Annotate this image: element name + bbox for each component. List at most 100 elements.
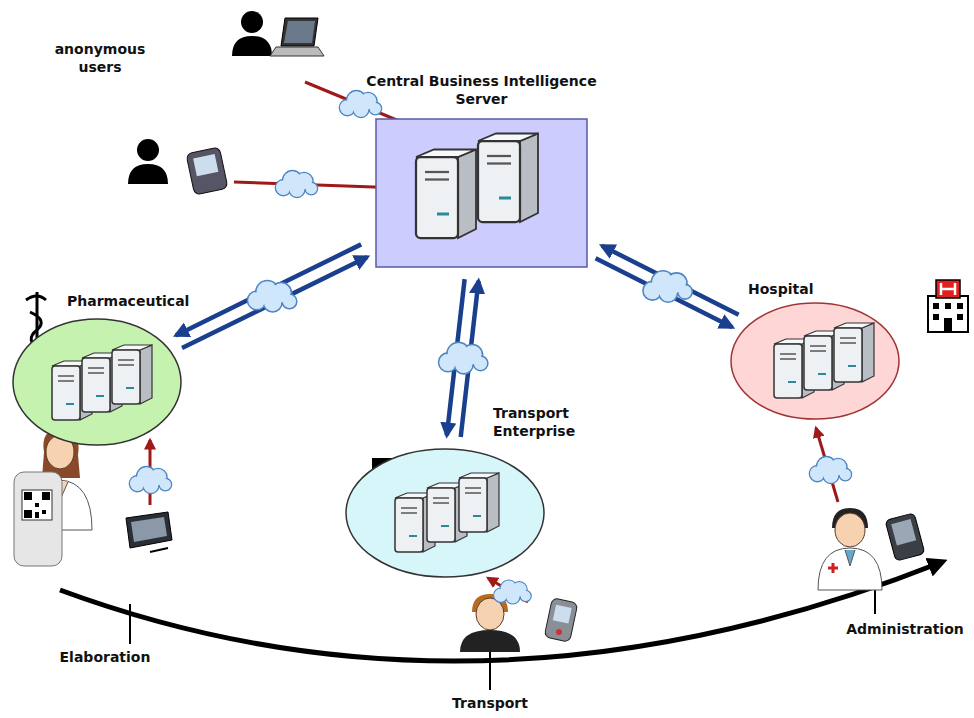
- network-cloud: [275, 171, 317, 198]
- process-arrow: [489, 648, 491, 690]
- network-cloud: [824, 468, 838, 482]
- server-icon: [459, 473, 499, 532]
- tablet-device: [126, 512, 172, 552]
- server-box: Central Business Intelligence Server: [375, 118, 588, 268]
- organization-ellipse-outline: [12, 318, 182, 446]
- iv-bag: [24, 510, 32, 518]
- network-cloud: [840, 469, 850, 479]
- network-cloud: [339, 91, 381, 118]
- iv-bag: [24, 492, 32, 500]
- hospital-icon: [957, 314, 963, 320]
- network-cloud: [474, 357, 486, 369]
- iv-bag: [14, 472, 62, 566]
- network-cloud: [283, 295, 295, 307]
- network-cloud: [521, 591, 530, 600]
- phone-device: [544, 598, 578, 643]
- hospital-icon: [933, 303, 939, 309]
- tablet-device: [126, 512, 172, 548]
- network-cloud: [643, 271, 692, 303]
- node-text-holder: Pharmaceutical: [67, 292, 189, 310]
- network-cloud: [439, 342, 488, 374]
- stage-label: anonymous users: [45, 40, 155, 76]
- network-cloud: [660, 285, 676, 301]
- anonymous-user-laptop: [270, 47, 324, 56]
- server-box-outline: [375, 118, 588, 268]
- iv-bag: [42, 510, 46, 514]
- network-cloud: [679, 286, 691, 298]
- organization-ellipse-outline: [13, 319, 181, 445]
- node-title: Central Business Intelligence Server: [365, 72, 598, 108]
- hospital-icon: [933, 314, 939, 320]
- iv-bag: [14, 472, 62, 566]
- hospital-icon: [941, 283, 955, 295]
- phone-device: [544, 598, 578, 643]
- stage-label: Administration: [846, 620, 963, 638]
- hospital-icon: [945, 303, 951, 309]
- node-text-holder: Central Business Intelligence Server: [365, 72, 598, 108]
- doctor-figure: [818, 548, 882, 590]
- network-cloud: [160, 479, 170, 489]
- network-cloud: [456, 356, 472, 372]
- doctor-figure: [835, 513, 865, 547]
- anonymous-user-laptop: [281, 18, 318, 46]
- tablet-device: [131, 517, 167, 542]
- network-cloud: [494, 580, 532, 604]
- anonymous-user-pda: [193, 154, 218, 176]
- stage-label: Transport: [452, 694, 528, 712]
- node-title: Hospital: [748, 280, 813, 298]
- anonymous-user-laptop: [284, 21, 315, 43]
- doctor-figure: [818, 508, 882, 590]
- phone-device: [556, 629, 562, 635]
- anonymous-user-laptop: [232, 36, 272, 56]
- network-cloud: [809, 457, 851, 484]
- organization-ellipse-outline: [731, 303, 899, 419]
- anonymous-user-laptop: [241, 11, 263, 33]
- doctor-figure: [828, 563, 838, 573]
- server-box-outline: [376, 119, 587, 267]
- organization-ellipse: Pharmaceutical: [12, 318, 182, 446]
- organization-ellipse: Transport Enterprise: [345, 448, 545, 578]
- network-cloud: [144, 478, 158, 492]
- iv-bag: [35, 503, 39, 507]
- server-icon: [834, 323, 874, 382]
- stage-label: anonymous users: [45, 40, 155, 76]
- pda-device: [891, 519, 916, 545]
- server-icon: [112, 345, 152, 404]
- driver-figure: [460, 630, 520, 652]
- process-arrow: [60, 562, 942, 690]
- data-flow-arrow: [596, 258, 733, 327]
- anonymous-user-pda: [128, 139, 228, 195]
- server-icon: [416, 150, 476, 239]
- caduceus-symbol: [26, 296, 46, 300]
- pda-device: [885, 513, 925, 561]
- anonymous-user-pda: [186, 147, 228, 195]
- hospital-icon: [928, 296, 968, 332]
- anonymous-user-laptop: [232, 11, 324, 56]
- stage-label: Elaboration: [60, 648, 151, 666]
- network-cloud: [507, 591, 519, 603]
- data-flow-arrow: [602, 246, 739, 315]
- node-title: Pharmaceutical: [67, 292, 189, 310]
- process-arrow: [129, 604, 131, 644]
- anonymous-user-pda: [128, 164, 168, 184]
- anonymous-user-pda: [137, 139, 159, 161]
- node-title: Transport Enterprise: [493, 404, 588, 440]
- stage-label: Elaboration: [60, 648, 151, 666]
- pda-device: [885, 513, 925, 561]
- organization-ellipse-outline: [730, 302, 900, 420]
- node-text-holder: Transport Enterprise: [493, 404, 588, 440]
- hospital-icon: [928, 280, 968, 332]
- iv-bag: [42, 492, 50, 500]
- network-cloud: [247, 280, 296, 312]
- process-arrow: [60, 562, 942, 661]
- stage-label: Administration: [846, 620, 963, 638]
- iv-bag: [22, 490, 52, 520]
- hospital-icon: [944, 318, 952, 332]
- hospital-icon: [957, 303, 963, 309]
- node-text-holder: Hospital: [748, 280, 813, 298]
- stage-label: Transport: [452, 694, 528, 712]
- network-cloud: [264, 294, 280, 310]
- organization-ellipse-outline: [345, 448, 545, 578]
- network-cloud: [370, 103, 380, 113]
